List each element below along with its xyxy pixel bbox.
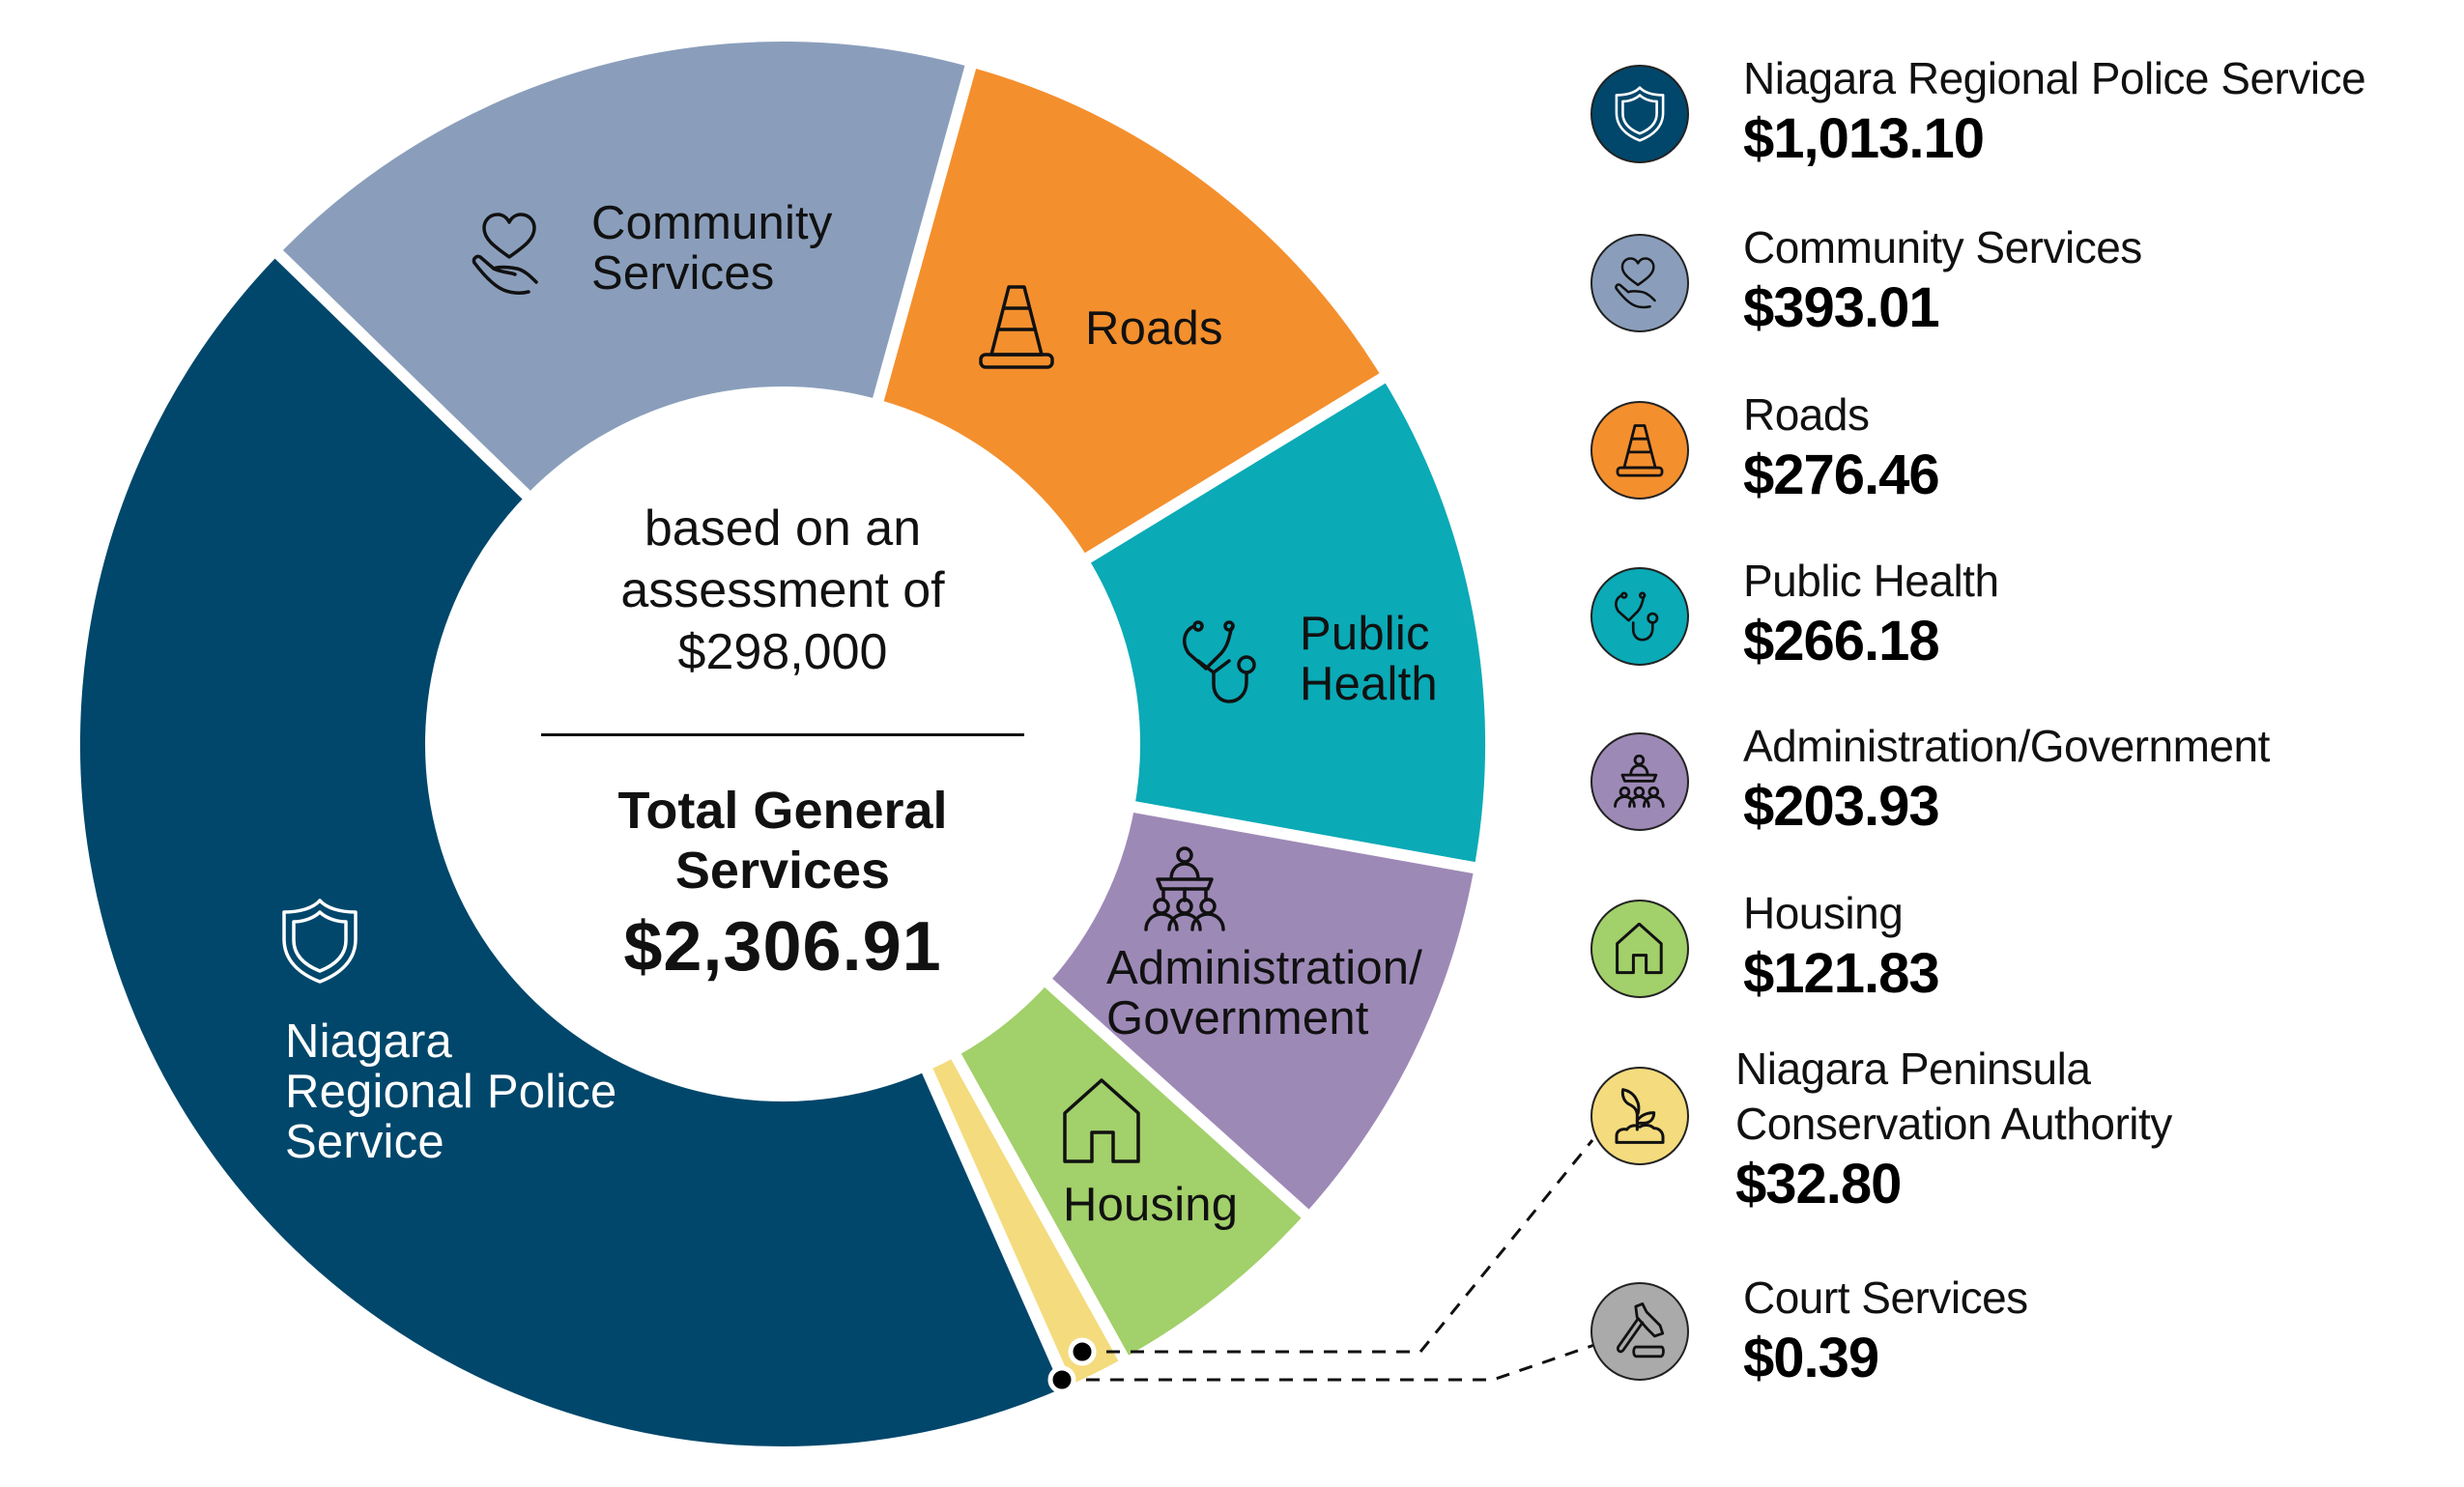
house-icon — [1616, 923, 1663, 975]
shield-icon — [282, 899, 358, 984]
stethoscope-icon — [1183, 620, 1256, 703]
segment-markers — [1047, 1337, 1097, 1394]
gavel-icon — [1617, 1302, 1665, 1358]
assessment-line-2: assessment of — [620, 562, 945, 618]
donut-hole — [431, 392, 1134, 1096]
donut-segments — [69, 30, 1497, 1458]
legend-name: Community Services — [1743, 222, 2142, 272]
total-title-line-1: Total General — [617, 782, 948, 840]
legend-name: Roads — [1743, 389, 1870, 440]
legend-swatch — [1590, 1282, 1689, 1381]
legend-value: $121.83 — [1743, 942, 1940, 1005]
podium-audience-icon — [1144, 846, 1225, 931]
traffic-cone-icon — [1616, 424, 1664, 477]
segment-label-police: Niagara Regional Police Service — [285, 1016, 617, 1167]
legend-swatch — [1590, 900, 1689, 998]
legend-text: Niagara Peninsula Conservation Authority… — [1735, 1042, 2172, 1217]
legend-text: Administration/Government $203.93 — [1743, 719, 2270, 840]
legend-text: Housing $121.83 — [1743, 886, 1940, 1007]
legend-value: $32.80 — [1735, 1153, 1902, 1215]
npca-marker-dot — [1068, 1337, 1097, 1366]
legend-value: $266.18 — [1743, 610, 1940, 672]
legend-value: $276.46 — [1743, 443, 1940, 506]
stethoscope-icon — [1615, 591, 1659, 642]
label-line: Services — [591, 247, 775, 300]
segment-label-roads: Roads — [1085, 303, 1223, 354]
legend-value: $393.01 — [1743, 276, 1940, 339]
leader-lines — [1062, 1139, 1595, 1382]
legend-text: Niagara Regional Police Service $1,013.1… — [1743, 51, 2366, 172]
label-line: Community — [591, 197, 833, 249]
label-line: Roads — [1085, 302, 1223, 355]
legend-name-line-1: Niagara Peninsula — [1735, 1044, 2091, 1094]
heart-hand-icon — [1615, 257, 1656, 309]
podium-audience-icon — [1614, 755, 1665, 808]
assessment-line-1: based on an — [644, 500, 922, 557]
legend-name-line-2: Conservation Authority — [1735, 1099, 2172, 1149]
legend-swatch — [1590, 567, 1689, 666]
total-amount: $2,306.91 — [623, 908, 942, 986]
court-marker-dot — [1047, 1365, 1076, 1394]
assessment-amount: $298,000 — [677, 624, 888, 680]
legend-name: Administration/Government — [1743, 721, 2270, 771]
leader-line-npca — [1082, 1139, 1594, 1354]
legend-name: Court Services — [1743, 1273, 2028, 1323]
donut-center-summary: based on an assessment of $298,000 Total… — [493, 498, 1073, 993]
legend-value: $1,013.10 — [1743, 107, 1985, 170]
heart-hand-icon — [472, 213, 538, 295]
shield-icon — [1615, 86, 1665, 142]
legend-value: $0.39 — [1743, 1327, 1879, 1389]
label-line: Regional Police — [285, 1066, 617, 1118]
segment-label-housing: Housing — [1063, 1180, 1238, 1230]
legend-swatch — [1590, 732, 1689, 831]
center-divider — [541, 733, 1024, 736]
traffic-cone-icon — [979, 285, 1054, 369]
label-line: Health — [1300, 658, 1438, 710]
sprout-icon — [1615, 1088, 1665, 1144]
legend-swatch — [1590, 65, 1689, 163]
segment-label-public-health: Public Health — [1300, 609, 1438, 709]
total-title-line-2: Services — [674, 842, 891, 900]
label-line: Niagara — [285, 1015, 452, 1068]
legend-text: Public Health $266.18 — [1743, 554, 1999, 674]
segment-label-admin: Administration/ Government — [1106, 943, 1422, 1044]
label-line: Housing — [1063, 1179, 1239, 1231]
legend-swatch — [1590, 401, 1689, 500]
house-icon — [1063, 1078, 1140, 1163]
label-line: Government — [1106, 992, 1369, 1044]
legend-text: Court Services $0.39 — [1743, 1271, 2028, 1391]
label-line: Service — [285, 1116, 444, 1168]
label-line: Public — [1300, 608, 1430, 660]
legend-value: $203.93 — [1743, 775, 1940, 838]
legend-swatch — [1590, 1067, 1689, 1165]
label-line: Administration/ — [1106, 942, 1423, 994]
legend-name: Niagara Regional Police Service — [1743, 53, 2366, 103]
legend-text: Roads $276.46 — [1743, 387, 1940, 508]
legend-text: Community Services $393.01 — [1743, 220, 2142, 341]
legend-name: Public Health — [1743, 556, 1999, 606]
legend-swatch — [1590, 234, 1689, 332]
legend-name: Housing — [1743, 888, 1904, 938]
segment-label-community: Community Services — [591, 198, 833, 299]
